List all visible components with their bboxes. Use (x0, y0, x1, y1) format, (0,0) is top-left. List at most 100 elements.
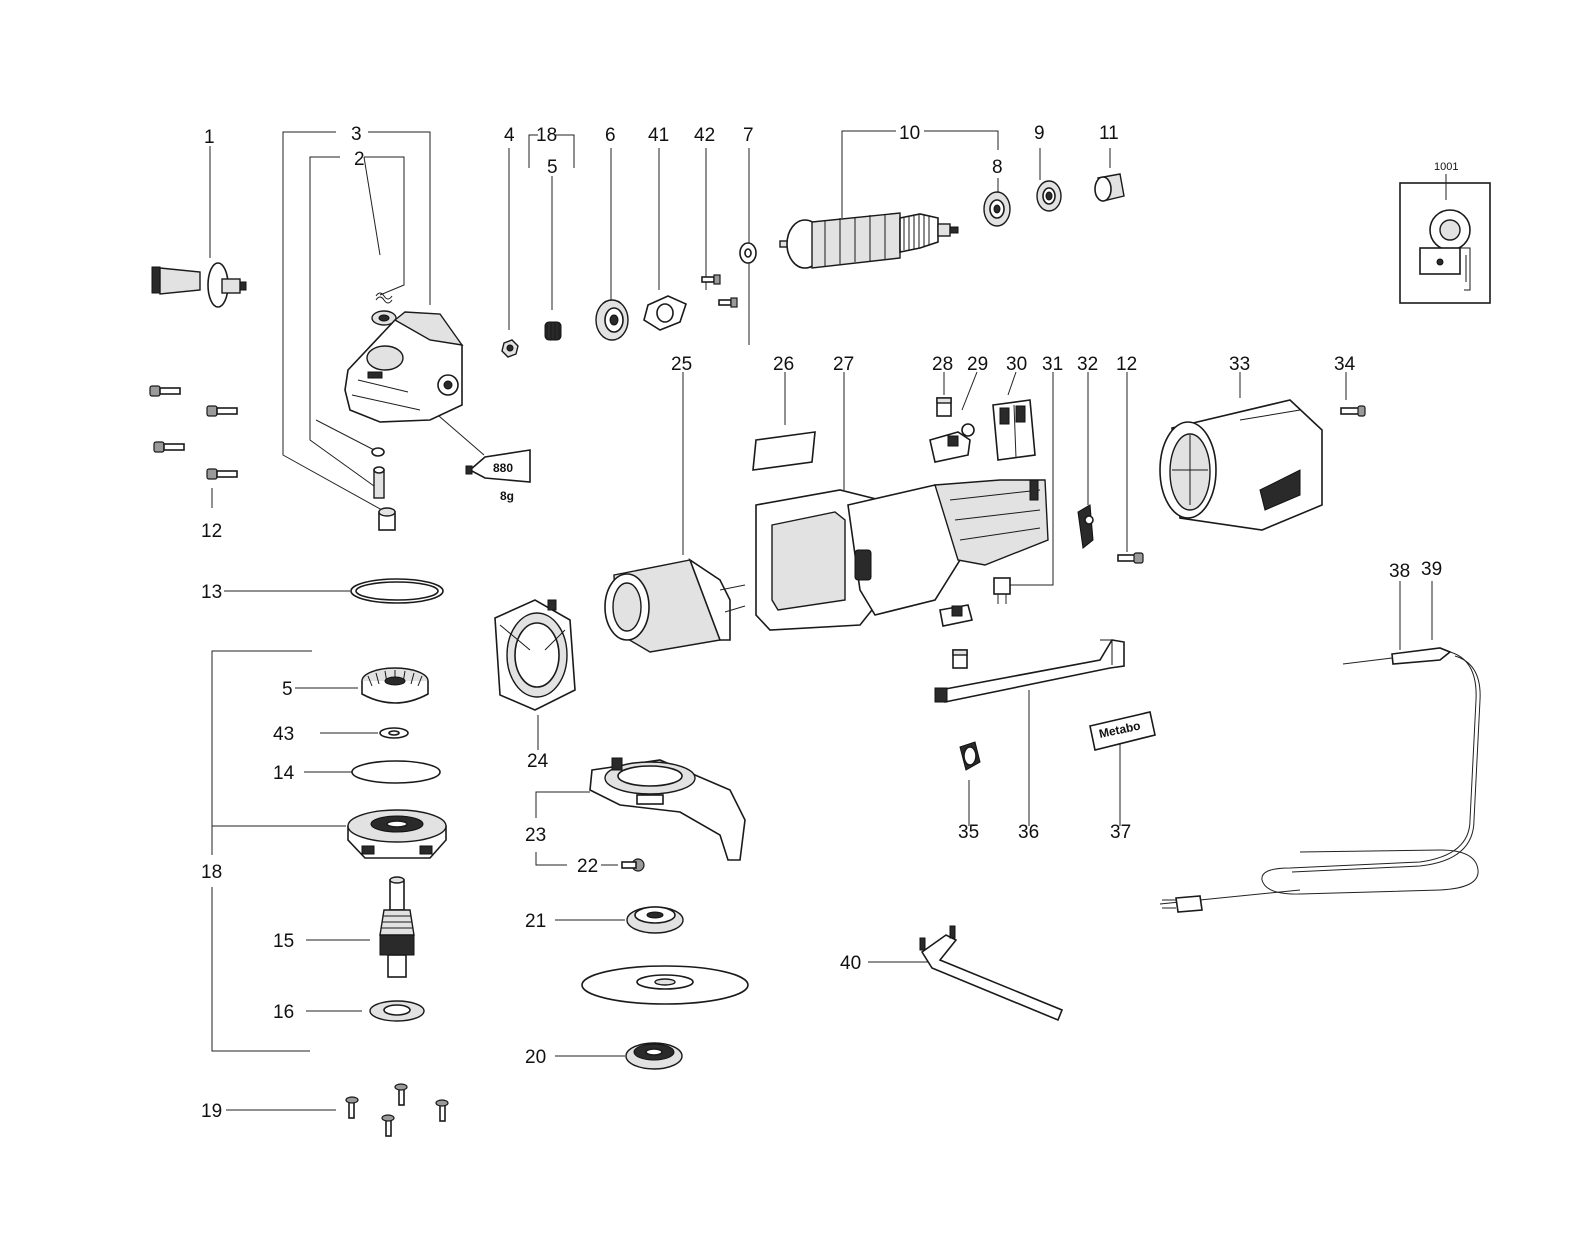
part-grinding-disc (581, 965, 749, 1005)
part-10-armature (779, 212, 959, 269)
part-19-screws (345, 1083, 449, 1137)
part-5-pinion (544, 321, 562, 341)
part-15-spindle (379, 876, 415, 978)
inset-label: 1001 (1434, 161, 1458, 173)
part-33-rear-cover (1159, 399, 1323, 531)
callout-21: 21 (525, 911, 546, 932)
part-23-wheel-guard (589, 757, 746, 861)
part-13-o-ring (350, 578, 444, 604)
part-30-switch (992, 399, 1036, 461)
part-11-bearing-sleeve (1094, 173, 1125, 202)
callout-12-right: 12 (1116, 354, 1137, 375)
part-12-screw (1117, 552, 1144, 564)
part-26-label (752, 431, 816, 471)
part-22-screw (621, 858, 645, 872)
part-1-shaft (151, 262, 247, 308)
part-43-washer (379, 727, 409, 739)
part-18-bearing-flange (347, 809, 447, 859)
part-27-motor-housing (755, 479, 1049, 631)
callout-25: 25 (671, 354, 692, 375)
part-16-washer (369, 1000, 425, 1022)
part-14-ring (351, 760, 441, 784)
callout-10: 10 (899, 123, 920, 144)
callout-30: 30 (1006, 354, 1027, 375)
callout-26: 26 (773, 354, 794, 375)
callout-34: 34 (1334, 354, 1356, 375)
callout-5-top: 5 (547, 157, 558, 178)
callout-29: 29 (967, 354, 988, 375)
callout-35: 35 (958, 822, 979, 843)
callout-18-top: 18 (536, 125, 557, 146)
callout-5-left: 5 (282, 679, 293, 700)
callout-1: 1 (204, 127, 215, 148)
part-37-brand-label: Metabo (1089, 711, 1156, 751)
callout-16: 16 (273, 1002, 294, 1023)
callout-7: 7 (743, 125, 754, 146)
part-screws-gear-head (149, 385, 238, 480)
part-34-screw (1340, 405, 1366, 417)
part-42-screws (701, 274, 738, 308)
callout-18-left: 18 (201, 862, 222, 883)
part-2-bearing (371, 292, 397, 326)
part-3-gear-housing (344, 311, 464, 423)
callout-20: 20 (525, 1047, 546, 1068)
part-4-nut (501, 339, 519, 358)
callout-numbers: 1 3 2 4 18 5 6 41 42 7 10 8 9 11 12 25 2… (201, 123, 1442, 1122)
callout-13: 13 (201, 582, 222, 603)
part-38-39-power-cord (1159, 647, 1481, 913)
callout-28: 28 (932, 354, 953, 375)
part-20-clamping-nut (625, 1042, 683, 1070)
callout-22: 22 (577, 856, 598, 877)
callout-24: 24 (527, 751, 549, 772)
callout-12-left: 12 (201, 521, 222, 542)
callout-4: 4 (504, 125, 515, 146)
callout-32: 32 (1077, 354, 1098, 375)
part-40-spanner (919, 925, 1064, 1022)
callout-3: 3 (351, 124, 362, 145)
part-35-knob (959, 741, 981, 771)
part-41-bearing-plate (643, 295, 687, 331)
callout-42: 42 (694, 125, 715, 146)
part-21-flange (626, 906, 684, 934)
part-9-bearing (1036, 180, 1062, 212)
callout-15: 15 (273, 931, 294, 952)
inset-1001-box: 1001 (1399, 161, 1491, 304)
callout-27: 27 (833, 354, 854, 375)
callout-23: 23 (525, 825, 546, 846)
part-25-field-coil (604, 557, 746, 653)
callout-9: 9 (1034, 123, 1045, 144)
callout-40: 40 (840, 953, 861, 974)
grease-amount: 8g (500, 489, 514, 503)
callout-41: 41 (648, 125, 669, 146)
callout-38: 38 (1389, 561, 1410, 582)
part-28-carbon-brush (936, 397, 952, 417)
part-6-bearing (595, 299, 629, 341)
callout-36: 36 (1018, 822, 1039, 843)
part-brush-lower (952, 649, 968, 669)
callout-8: 8 (992, 157, 1003, 178)
part-8-bearing (983, 191, 1011, 227)
callout-19: 19 (201, 1101, 222, 1122)
part-pin-and-sleeve (371, 447, 396, 531)
part-31-capacitor (993, 577, 1011, 604)
part-24-air-guide (494, 599, 576, 711)
callout-37: 37 (1110, 822, 1131, 843)
callout-39: 39 (1421, 559, 1442, 580)
part-29-brush-holder (929, 423, 975, 463)
part-7-washer (739, 242, 757, 264)
callout-14: 14 (273, 763, 295, 784)
callout-2: 2 (354, 149, 365, 170)
part-36-handle-bracket (934, 639, 1125, 703)
callout-6: 6 (605, 125, 616, 146)
callout-33: 33 (1229, 354, 1250, 375)
callout-11: 11 (1099, 123, 1119, 144)
callout-43: 43 (273, 724, 294, 745)
part-5-bevel-gear (361, 667, 429, 704)
part-grease-tube: 880 8g (465, 449, 531, 503)
grease-code: 880 (493, 461, 513, 475)
leader-lines (209, 130, 1433, 1111)
part-brush-holder-lower (939, 604, 973, 627)
part-32-switch-slider (1077, 504, 1094, 549)
callout-31: 31 (1042, 354, 1063, 375)
